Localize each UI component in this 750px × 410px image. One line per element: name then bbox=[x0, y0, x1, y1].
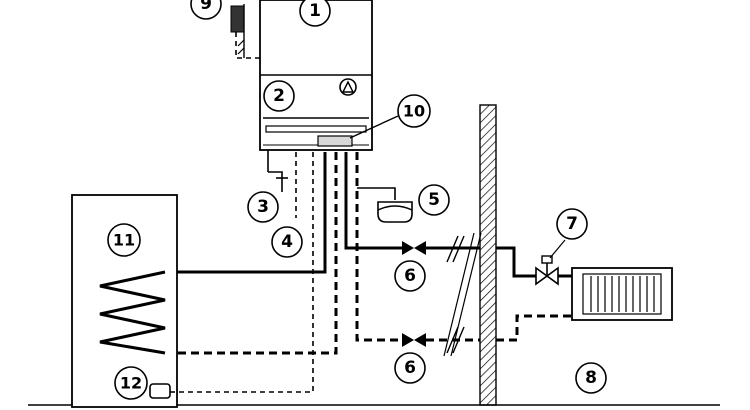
svg-text:10: 10 bbox=[403, 102, 425, 121]
label-7: 7 bbox=[556, 208, 588, 240]
valve-return bbox=[402, 333, 426, 347]
svg-text:9: 9 bbox=[200, 0, 212, 14]
svg-text:4: 4 bbox=[281, 232, 293, 252]
label-2: 2 bbox=[263, 80, 295, 112]
cylinder-sensor bbox=[149, 383, 176, 399]
svg-text:11: 11 bbox=[113, 231, 135, 250]
triangle-circle-icon bbox=[339, 78, 357, 96]
label-8: 8 bbox=[575, 362, 607, 394]
label-4: 4 bbox=[271, 226, 303, 258]
svg-text:8: 8 bbox=[585, 368, 597, 388]
label-11: 11 bbox=[107, 223, 141, 257]
svg-text:6: 6 bbox=[404, 266, 416, 286]
pipe-break-marks bbox=[443, 232, 482, 357]
radiator bbox=[571, 267, 673, 321]
label-3: 3 bbox=[247, 191, 279, 223]
label-6a: 6 bbox=[394, 260, 426, 292]
label-12: 12 bbox=[114, 366, 148, 400]
room-thermostat bbox=[230, 4, 260, 59]
svg-text:3: 3 bbox=[257, 197, 269, 217]
safety-valve-drain bbox=[267, 150, 288, 192]
heating-return-pipe bbox=[355, 152, 402, 342]
heating-return-pipe-3 bbox=[496, 314, 572, 342]
heating-flow-pipe-3 bbox=[496, 246, 536, 278]
label-1: 1 bbox=[299, 0, 331, 27]
label-10: 10 bbox=[397, 94, 431, 128]
control-panel bbox=[317, 135, 353, 147]
valve-flow bbox=[402, 241, 426, 255]
svg-text:1: 1 bbox=[309, 1, 321, 21]
label-6b: 6 bbox=[394, 352, 426, 384]
cylinder-return-pipe bbox=[165, 152, 338, 355]
label-5: 5 bbox=[418, 184, 450, 216]
label-9: 9 bbox=[190, 0, 222, 20]
heating-flow-pipe bbox=[344, 152, 402, 250]
pointer-line-10 bbox=[349, 115, 399, 139]
cylinder-flow-pipe bbox=[165, 152, 327, 274]
svg-text:2: 2 bbox=[273, 86, 285, 106]
svg-text:7: 7 bbox=[566, 214, 578, 234]
svg-text:6: 6 bbox=[404, 358, 416, 378]
wall bbox=[479, 104, 497, 406]
svg-text:12: 12 bbox=[120, 374, 142, 393]
expansion-vessel bbox=[357, 187, 413, 223]
radiator-valve bbox=[535, 239, 566, 286]
svg-text:5: 5 bbox=[428, 190, 440, 210]
